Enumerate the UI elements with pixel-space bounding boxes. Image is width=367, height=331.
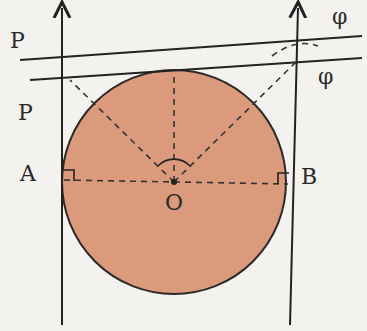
line-label: P [18,102,33,124]
center-dot [171,179,177,185]
point-label: O [165,192,183,214]
dashed-radius [70,80,174,182]
dashed-radius [174,62,296,182]
line-p [30,58,362,80]
line-p [20,36,362,60]
tangent-line [61,8,63,325]
angle-label: φ [332,6,347,28]
line-label: P [10,30,25,52]
angle-label: φ [318,66,333,88]
diameter-ab [64,180,288,184]
right-angle-mark [278,173,289,184]
point-label: B [301,166,317,188]
angle-arc [158,159,190,166]
tangent-line [290,8,298,325]
circle [62,70,286,294]
point-label: A [20,163,36,185]
dashed-line [173,72,175,182]
right-angle-mark [62,170,74,181]
dashed-arc [272,44,318,56]
